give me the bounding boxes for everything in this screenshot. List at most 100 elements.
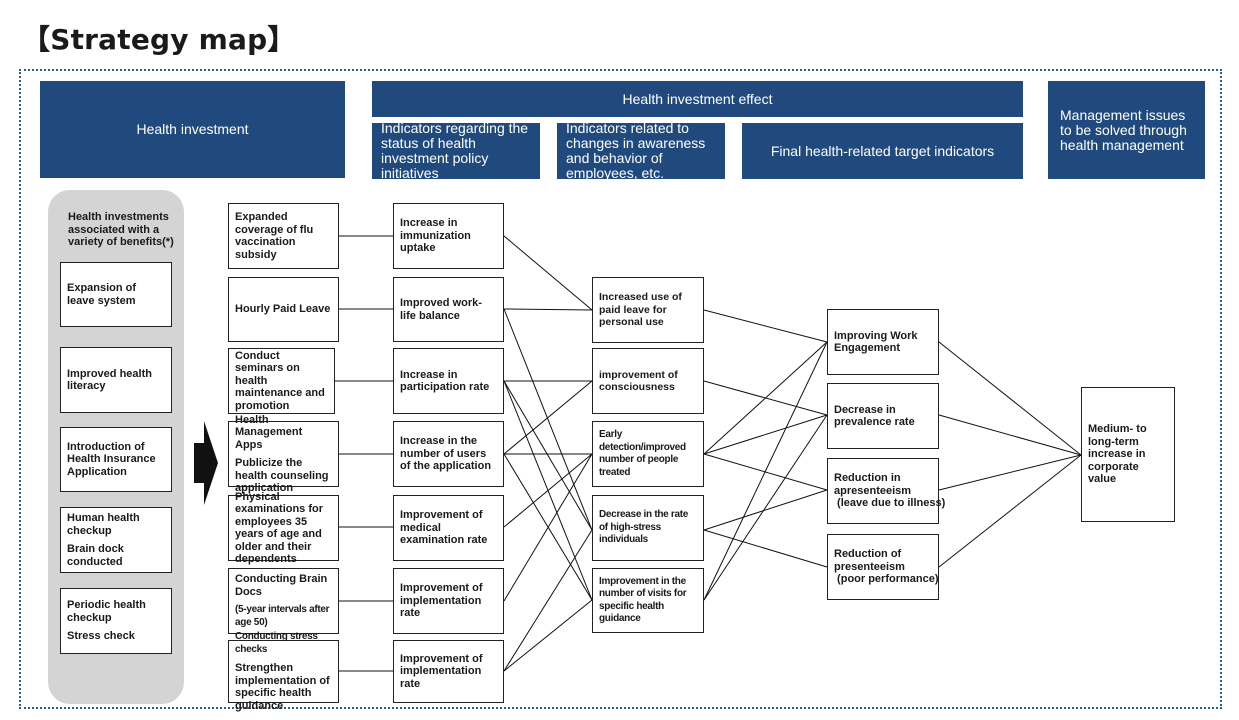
awareness-consciousness: improvement of consciousness xyxy=(592,348,704,414)
awareness-early-detection-label: Early detection/improved number of peopl… xyxy=(599,429,686,478)
benefit-brain-dock-label: Brain dock conducted xyxy=(67,543,124,568)
policy-immunization-label: Increase in immunization uptake xyxy=(400,217,471,255)
initiative-brain-docs-label: Conducting Brain Docs xyxy=(235,573,328,598)
header-health-investment: Health investment xyxy=(40,81,345,178)
initiative-hourly-paid-leave: Hourly Paid Leave xyxy=(228,277,339,342)
link-f1-m xyxy=(938,341,1082,456)
header-policy-label: Indicators regarding the status of healt… xyxy=(381,120,529,181)
header-management-label: Management issues to be solved through h… xyxy=(1060,106,1187,153)
management-corporate-value: Medium- to long-term increase in corpora… xyxy=(1081,387,1175,522)
link-a5-f2 xyxy=(703,414,828,601)
awareness-high-stress-label: Decrease in the rate of high-stress indi… xyxy=(599,509,689,546)
link-p2-a1 xyxy=(503,308,593,311)
benefit-periodic-checkup: Periodic health checkup Stress check xyxy=(60,588,172,654)
final-apresenteeism-note: (leave due to illness) xyxy=(834,497,946,510)
policy-participation-rate: Increase in participation rate xyxy=(393,348,504,414)
header-final-indicators: Final health-related target indicators xyxy=(742,123,1023,179)
policy-work-life-balance: Improved work-life balance xyxy=(393,277,504,342)
header-policy-indicators: Indicators regarding the status of healt… xyxy=(372,120,540,181)
page-title: 【Strategy map】 xyxy=(22,23,296,56)
link-f2-m xyxy=(938,414,1082,456)
link-p7-a5 xyxy=(503,599,593,672)
initiative-hourly-label: Hourly Paid Leave xyxy=(235,303,331,316)
benefit-health-literacy-label: Improved health literacy xyxy=(67,367,152,393)
policy-implementation-rate-2: Improvement of implementation rate xyxy=(393,640,504,703)
link-a1-f1 xyxy=(703,309,828,343)
awareness-high-stress: Decrease in the rate of high-stress indi… xyxy=(592,495,704,561)
final-presenteeism-label: Reduction of presenteeism xyxy=(834,548,905,573)
header-final-label: Final health-related target indicators xyxy=(770,142,995,159)
benefit-insurance-application-label: Introduction of Health Insurance Applica… xyxy=(67,440,156,478)
header-effect-label: Health investment effect xyxy=(622,90,773,107)
benefits-title: Health investments associated with a var… xyxy=(68,211,174,248)
policy-wlb-label: Improved work-life balance xyxy=(400,297,482,322)
header-awareness-indicators: Indicators related to changes in awarene… xyxy=(557,120,725,181)
link-p7-a4 xyxy=(503,529,593,672)
link-p1-a1 xyxy=(503,235,593,311)
link-a3-f1 xyxy=(703,341,828,455)
final-work-engagement: Improving Work Engagement xyxy=(827,309,939,375)
initiative-health-apps: Health Management Apps Publicize the hea… xyxy=(228,414,339,494)
header-health-investment-effect: Health investment effect xyxy=(372,81,1023,117)
link-f4-m xyxy=(938,454,1082,568)
initiative-seminars-label: Conduct seminars on health maintenance a… xyxy=(235,349,325,412)
policy-impl-1-label: Improvement of implementation rate xyxy=(400,582,483,620)
right-arrow-icon xyxy=(194,421,218,505)
link-a4-f3 xyxy=(703,489,828,531)
benefit-human-health-label: Human health checkup xyxy=(67,512,140,537)
policy-app-users-label: Increase in the number of users of the a… xyxy=(400,435,492,473)
policy-exam-rate: Improvement of medical examination rate xyxy=(393,495,504,561)
initiative-brain-docs: Conducting Brain Docs (5-year intervals … xyxy=(228,568,339,634)
link-p5-a3 xyxy=(503,453,593,528)
initiative-flu-label: Expanded coverage of flu vaccination sub… xyxy=(235,211,314,261)
header-management-issues: Management issues to be solved through h… xyxy=(1048,81,1205,179)
policy-immunization: Increase in immunization uptake xyxy=(393,203,504,269)
awareness-guidance-visits: Improvement in the number of visits for … xyxy=(592,568,704,633)
final-apresenteeism-label: Reduction in apresenteeism xyxy=(834,472,912,497)
policy-app-users: Increase in the number of users of the a… xyxy=(393,421,504,487)
benefit-insurance-application: Introduction of Health Insurance Applica… xyxy=(60,427,172,492)
diagram-frame xyxy=(19,69,1222,709)
policy-implementation-rate-1: Improvement of implementation rate xyxy=(393,568,504,634)
final-presenteeism: Reduction of presenteeism (poor performa… xyxy=(827,534,939,600)
policy-impl-2-label: Improvement of implementation rate xyxy=(400,652,483,690)
benefit-periodic-label: Periodic health checkup xyxy=(67,599,146,624)
initiative-flu-vaccination: Expanded coverage of flu vaccination sub… xyxy=(228,203,339,269)
final-apresenteeism: Reduction in apresenteeism (leave due to… xyxy=(827,458,946,524)
benefit-health-literacy: Improved health literacy xyxy=(60,347,172,413)
awareness-early-detection: Early detection/improved number of peopl… xyxy=(592,421,704,487)
link-f3-m xyxy=(938,454,1082,491)
policy-exam-rate-label: Improvement of medical examination rate xyxy=(400,509,488,547)
link-a4-f4 xyxy=(703,529,828,568)
link-p2-a4 xyxy=(503,308,593,531)
benefit-leave-system-label: Expansion of leave system xyxy=(67,282,137,307)
policy-participation-label: Increase in participation rate xyxy=(400,368,490,394)
awareness-consciousness-label: improvement of consciousness xyxy=(599,368,678,394)
initiative-brain-docs-interval: (5-year intervals after age 50) xyxy=(235,604,330,628)
link-p3-a4 xyxy=(503,380,593,531)
management-corporate-value-label: Medium- to long-term increase in corpora… xyxy=(1088,423,1147,486)
link-p6-a3 xyxy=(503,453,593,602)
initiative-exams-label: Physical examinations for employees 35 y… xyxy=(235,490,324,566)
benefit-human-health-checkup: Human health checkup Brain dock conducte… xyxy=(60,507,172,573)
link-a3-f2 xyxy=(703,414,828,455)
header-awareness-label: Indicators related to changes in awarene… xyxy=(566,120,706,181)
link-a5-f1 xyxy=(703,341,828,601)
initiative-guidance-label: Strengthen implementation of specific he… xyxy=(235,662,330,712)
awareness-paid-leave: Increased use of paid leave for personal… xyxy=(592,277,704,343)
benefit-leave-system: Expansion of leave system xyxy=(60,262,172,327)
header-health-investment-label: Health investment xyxy=(136,121,249,137)
initiative-seminars: Conduct seminars on health maintenance a… xyxy=(228,348,335,414)
awareness-paid-leave-label: Increased use of paid leave for personal… xyxy=(599,291,682,329)
initiative-stress-checks: Conducting stress checks Strengthen impl… xyxy=(228,631,339,712)
final-engagement-label: Improving Work Engagement xyxy=(834,329,918,355)
final-prevalence-label: Decrease in prevalence rate xyxy=(834,403,915,429)
initiative-apps-label: Health Management Apps xyxy=(235,413,303,451)
benefit-stress-check-label: Stress check xyxy=(67,630,135,643)
awareness-guidance-label: Improvement in the number of visits for … xyxy=(599,575,687,625)
initiative-counseling-label: Publicize the health counseling applicat… xyxy=(235,457,329,494)
final-prevalence-rate: Decrease in prevalence rate xyxy=(827,383,939,449)
link-p4-a2 xyxy=(503,380,593,455)
initiative-physical-exams: Physical examinations for employees 35 y… xyxy=(228,491,339,565)
